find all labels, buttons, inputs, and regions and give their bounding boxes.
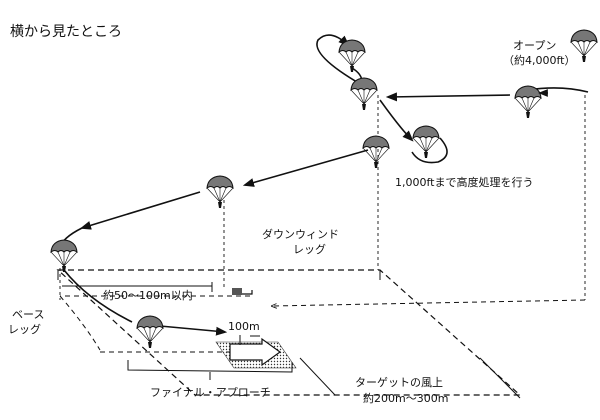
path-downwind-lower [79, 191, 201, 230]
label-upwind: ターゲットの風上 [355, 376, 443, 389]
parachute-icon [412, 125, 440, 159]
parachute-icon [338, 39, 366, 73]
windsock-icon [232, 288, 242, 295]
parachute-icon [362, 135, 390, 169]
path-spiral-loop [411, 137, 448, 164]
label-downwind-leg: レッグ [293, 242, 326, 256]
parachute-icon [350, 77, 378, 111]
path-final [159, 325, 228, 336]
label-upwind-distance: 約200m～300m [363, 391, 448, 405]
ground-track-open [272, 299, 586, 306]
parachute-icon [206, 175, 234, 209]
ground-track-base [59, 295, 101, 351]
path-base-leg [63, 269, 133, 323]
ground-plane-edge [57, 270, 381, 280]
parachute-icon [50, 239, 78, 273]
final-approach-bracket [127, 360, 293, 373]
label-distance-100m: 100m [228, 320, 260, 333]
upwind-bracket-right [479, 357, 521, 399]
upwind-bracket-left [299, 357, 336, 396]
diagram-title: 横から見たところ [10, 24, 122, 40]
label-downwind: ダウンウィンド [262, 227, 339, 241]
target-arrow-icon [229, 337, 282, 367]
label-open-altitude: （約4,000ft） [503, 53, 575, 67]
label-altitude-note: 1,000ftまで高度処理を行う [395, 175, 533, 189]
ground-plane [56, 269, 522, 396]
path-spiral-down [379, 99, 414, 142]
path-downwind-upper [242, 149, 369, 187]
label-distance-50-100: 約50～100m以内 [103, 288, 193, 302]
label-base-leg: レッグ [8, 322, 41, 336]
path-to-turn [385, 92, 511, 102]
path-spiral-up [316, 34, 363, 86]
parachute-icon [136, 315, 164, 349]
parachute-icon [514, 85, 542, 119]
label-final-approach: ファイナル・アプローチ [150, 386, 271, 399]
label-open: オープン [513, 39, 556, 52]
label-base: ベース [12, 308, 44, 321]
